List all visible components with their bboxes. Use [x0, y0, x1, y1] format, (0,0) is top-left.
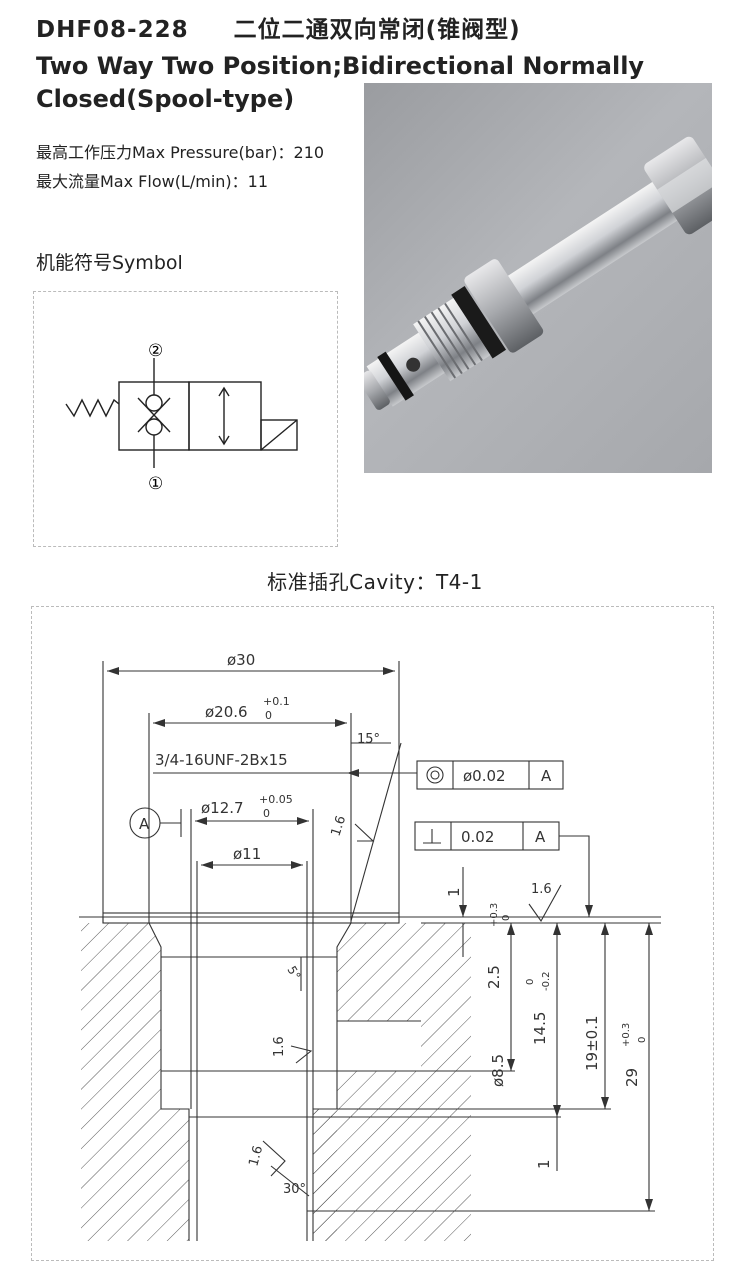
dim-depth-2-5-tol-low: 0	[501, 915, 512, 921]
perpendicularity-value: 0.02	[461, 828, 494, 846]
cavity-drawing: ø30 ø20.6 +0.1 0 3/4-16UNF-2Bx15 15° ø12…	[31, 606, 714, 1261]
dim-depth-2-5-tol-up: +0.3	[489, 903, 500, 927]
cartridge-valve-image	[357, 136, 735, 410]
dim-depth-29: 29	[623, 1068, 641, 1087]
cavity-drawing-svg: ø30 ø20.6 +0.1 0 3/4-16UNF-2Bx15 15° ø12…	[79, 651, 661, 1241]
port-2-label: ②	[148, 341, 163, 361]
spec-max-flow: 最大流量Max Flow(L/min)：11	[36, 172, 269, 191]
concentricity-ref: A	[541, 767, 552, 785]
cavity-title: 标准插孔Cavity：T4-1	[267, 570, 483, 594]
dim-d20-6-tol-up: +0.1	[263, 695, 290, 708]
dim-depth-29-tol-low: 0	[637, 1037, 648, 1043]
title-chinese: 二位二通双向常闭(锥阀型)	[233, 17, 521, 43]
datum-a-label: A	[139, 815, 150, 833]
dim-angle-5: 5°	[284, 964, 303, 983]
roughness-top: 1.6	[531, 882, 552, 897]
dim-depth-19: 19±0.1	[583, 1015, 601, 1071]
roughness-bore: 1.6	[272, 1036, 287, 1057]
valve-symbol: ② ①	[65, 341, 298, 494]
concentricity-value: ø0.02	[463, 767, 506, 785]
dim-d12-7-tol-low: 0	[263, 807, 270, 820]
title-english: Two Way Two Position;Bidirectional Norma…	[36, 52, 645, 113]
roughness-chamfer: 1.6	[329, 814, 350, 838]
port-1-label: ①	[148, 474, 163, 494]
dim-depth-29-tol-up: +0.3	[621, 1023, 632, 1047]
product-photo	[357, 83, 735, 473]
product-title: DHF08-228 二位二通双向常闭(锥阀型)	[36, 10, 521, 44]
perpendicularity-ref: A	[535, 828, 546, 846]
dim-d20-6: ø20.6	[205, 703, 248, 721]
dim-d30: ø30	[227, 651, 255, 669]
spring-icon	[65, 398, 120, 418]
model-number: DHF08-228	[36, 17, 189, 43]
dim-d8-5: ø8.5	[489, 1054, 507, 1087]
roughness-lower: 1.6	[246, 1144, 266, 1168]
symbol-title: 机能符号Symbol	[36, 252, 183, 274]
dim-depth-14-5: 14.5	[531, 1012, 549, 1045]
envelope-right	[188, 381, 262, 451]
dim-angle-30: 30°	[283, 1182, 306, 1197]
dim-one-top: 1	[445, 887, 463, 897]
dim-depth-2-5: 2.5	[485, 965, 503, 989]
symbol-diagram: ② ①	[33, 291, 338, 547]
dim-d11: ø11	[233, 845, 261, 863]
dim-depth-14-5-tol-up: 0	[525, 979, 536, 985]
dim-d20-6-tol-low: 0	[265, 709, 272, 722]
spec-max-pressure: 最高工作压力Max Pressure(bar)：210	[36, 143, 325, 162]
hatched-body	[81, 923, 471, 1241]
dim-d12-7-tol-up: +0.05	[259, 793, 293, 806]
dim-depth-14-5-tol-low: -0.2	[541, 971, 552, 991]
solenoid-icon	[260, 419, 298, 451]
dim-angle-15: 15°	[357, 732, 380, 747]
dim-one: 1	[535, 1159, 553, 1169]
dim-d12-7: ø12.7	[201, 799, 244, 817]
dim-thread: 3/4-16UNF-2Bx15	[155, 751, 288, 769]
